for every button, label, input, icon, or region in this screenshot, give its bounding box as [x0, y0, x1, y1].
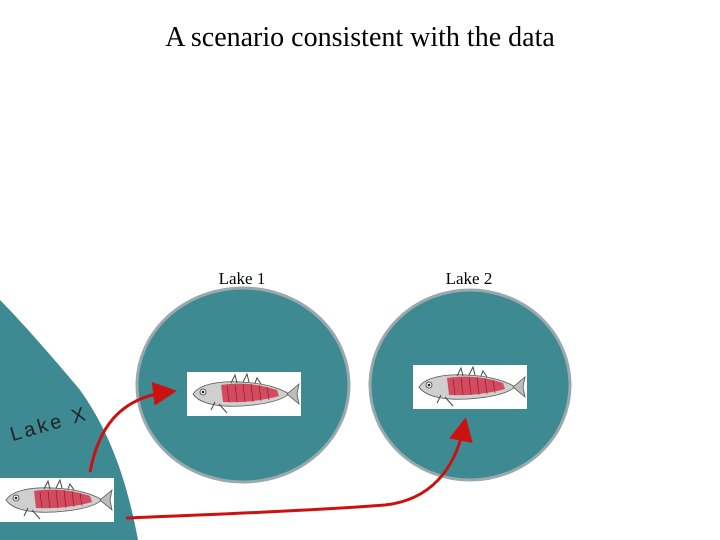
fish-lake-2-icon	[413, 365, 527, 409]
slide-title: A scenario consistent with the data	[0, 22, 720, 54]
fish-lake-x-icon	[0, 478, 114, 522]
lake-2-label: Lake 2	[409, 269, 529, 289]
fish-lake-1-icon	[187, 372, 301, 416]
lake-1-label: Lake 1	[182, 269, 302, 289]
